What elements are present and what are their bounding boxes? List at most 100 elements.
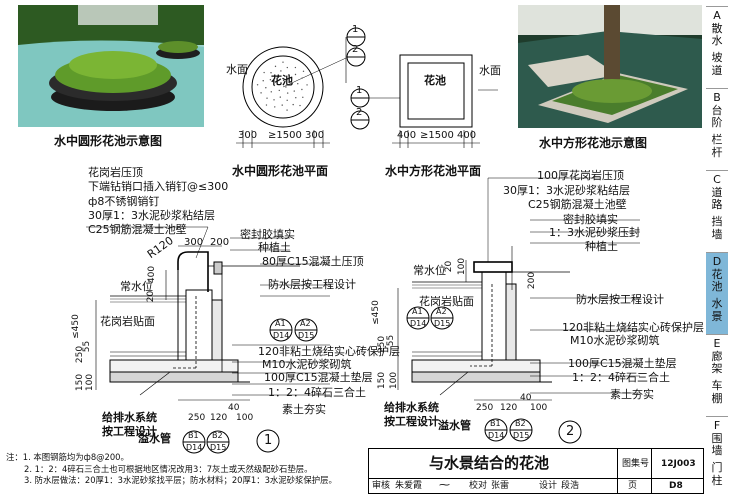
checker-name: 张雷	[491, 481, 510, 491]
plan-square-pool-label: 花池	[424, 74, 446, 87]
sec1-vdim-20: 20	[146, 290, 157, 303]
sec1-gravel	[109, 371, 239, 383]
sec1-right-1: 种植土	[258, 241, 291, 254]
sec1-brick-protect	[211, 299, 223, 373]
sec2-bdim-100: 100	[530, 403, 548, 413]
sec2-callout-2: C25钢筋混凝土池壁	[528, 198, 627, 211]
atlas-number: 12J003	[661, 459, 696, 469]
designer-name: 段浩	[561, 481, 580, 491]
sec1-ref-a1: A1	[275, 319, 286, 328]
sec1-overflow: 溢水管	[138, 432, 171, 445]
side-tab-char: 杆	[711, 145, 723, 159]
sec2-right-1: 1：3水泥砂浆压封	[549, 226, 640, 239]
sec1-bdim-120: 120	[210, 413, 228, 423]
sec2-wall	[481, 271, 507, 373]
stipple-dot	[260, 92, 262, 94]
plan-round-inner	[251, 55, 315, 119]
sec1-right-5: M10水泥砂浆砌筑	[262, 358, 352, 371]
sec2-vdim-450: ≤450	[370, 300, 381, 325]
side-tab-char: 柱	[711, 473, 723, 487]
sec2-gravel	[411, 371, 541, 383]
side-tab-char: 围	[711, 431, 723, 445]
stipple-dot	[301, 88, 303, 91]
sec1-vdim-150: 150	[75, 373, 86, 392]
side-tab-char: 水	[711, 34, 723, 48]
sec1-bdim-250: 250	[188, 413, 206, 423]
sec2-marker-left-num: 2	[356, 107, 363, 118]
side-tab-char: 花	[711, 267, 723, 281]
sec1-wall	[185, 289, 213, 373]
plan-square-water-label: 水面	[479, 64, 501, 77]
sec1-ref-a2: A2	[300, 319, 311, 328]
side-tab-char: 棚	[711, 391, 723, 405]
sec2-right-7: 1：2：4碎石三合土	[572, 371, 670, 384]
sec2-vdim-20: 20	[444, 260, 455, 273]
sec2-right-0: 密封胶填实	[563, 213, 618, 226]
notes: 注：1. 本图钢筋均为ф8@200。 2. 1：2：4碎石三合土也可根据地区情况…	[6, 452, 337, 487]
reviewer-name: 朱爱霞	[395, 481, 423, 491]
sec1-slab	[109, 359, 239, 373]
sec1-left-water: 常水位	[120, 280, 153, 293]
stipple-dot	[302, 96, 304, 99]
sec2-number: 2	[566, 424, 575, 439]
stipple-dot	[286, 109, 288, 111]
sec2-vdim-150: 150	[377, 371, 388, 390]
side-tab-char: 墙	[711, 444, 723, 458]
side-tab-letter: B	[713, 91, 721, 104]
sec1-callout-1: 下端钻销口插入销钉@≤300	[88, 180, 229, 193]
sec2-vdim-55: 55	[386, 334, 397, 347]
sec1-bdim-100: 100	[236, 413, 254, 423]
sec2-left-facing: 花岗岩贴面	[419, 295, 474, 308]
sec2-overflow: 溢水管	[438, 419, 471, 432]
plan-round-dim-left: 300	[238, 130, 258, 141]
side-tab-char: 坡	[711, 50, 723, 64]
sec2-right-4: 120非粘土烧结实心砖保护层	[562, 321, 704, 334]
sec1-ref-b1-sheet: D14	[186, 443, 203, 452]
sec1-coping	[177, 251, 209, 292]
sec1-radius: R120	[144, 233, 176, 262]
sec1-number: 1	[264, 433, 273, 448]
plan-square-outer	[399, 54, 473, 128]
page-label: 页	[628, 481, 638, 491]
sec1-vdim-55: 55	[82, 340, 93, 353]
sec1-right-7: 1：2：4碎石三合土	[268, 386, 366, 399]
sec1-drain-1: 按工程设计	[102, 425, 157, 438]
sec2-ref-b2: B2	[515, 419, 526, 428]
photo-square-planter-image	[518, 5, 702, 128]
sec2-drain-1: 按工程设计	[384, 415, 439, 428]
caption-plan-square: 水中方形花池平面	[385, 164, 482, 178]
sec2-right-6: 100厚C15混凝土垫层	[568, 357, 677, 370]
sec1-right-2: 80厚C15混凝土压顶	[262, 255, 364, 268]
sec2-right-3: 防水层按工程设计	[576, 293, 664, 306]
sec1-right-6: 100厚C15混凝土垫层	[264, 371, 373, 384]
stipple-dot	[263, 71, 265, 74]
sec2-slab	[411, 359, 541, 373]
stipple-dot	[293, 90, 295, 92]
sec2-ref-a1: A1	[412, 307, 423, 316]
side-tab-char: 景	[711, 309, 723, 323]
atlas-label: 图集号	[622, 459, 650, 469]
stipple-dot	[265, 87, 267, 89]
sec2-ref-a2: A2	[436, 307, 447, 316]
plan-square-dim-mid: ≥1500	[420, 130, 454, 141]
side-tab-char: 道	[711, 63, 723, 77]
sec1-marker-left-num: 1	[356, 85, 363, 96]
sec1-callout-2: ф8不锈钢销钉	[88, 195, 160, 208]
stipple-dot	[278, 89, 280, 92]
side-tab-char: 池	[711, 280, 723, 294]
plan-square-inner	[407, 62, 465, 120]
caption-plan-round: 水中圆形花池平面	[232, 164, 329, 178]
sec2-drain-0: 给排水系统	[384, 401, 439, 414]
stipple-dot	[265, 104, 268, 106]
sec2-right-8: 素土夯实	[610, 388, 654, 401]
side-tab-letter: F	[713, 419, 721, 432]
sec2-left-water: 常水位	[413, 264, 446, 277]
sec2-bdim-40: 40	[520, 393, 532, 403]
sec2-ref-a1-sheet: D14	[410, 319, 427, 328]
